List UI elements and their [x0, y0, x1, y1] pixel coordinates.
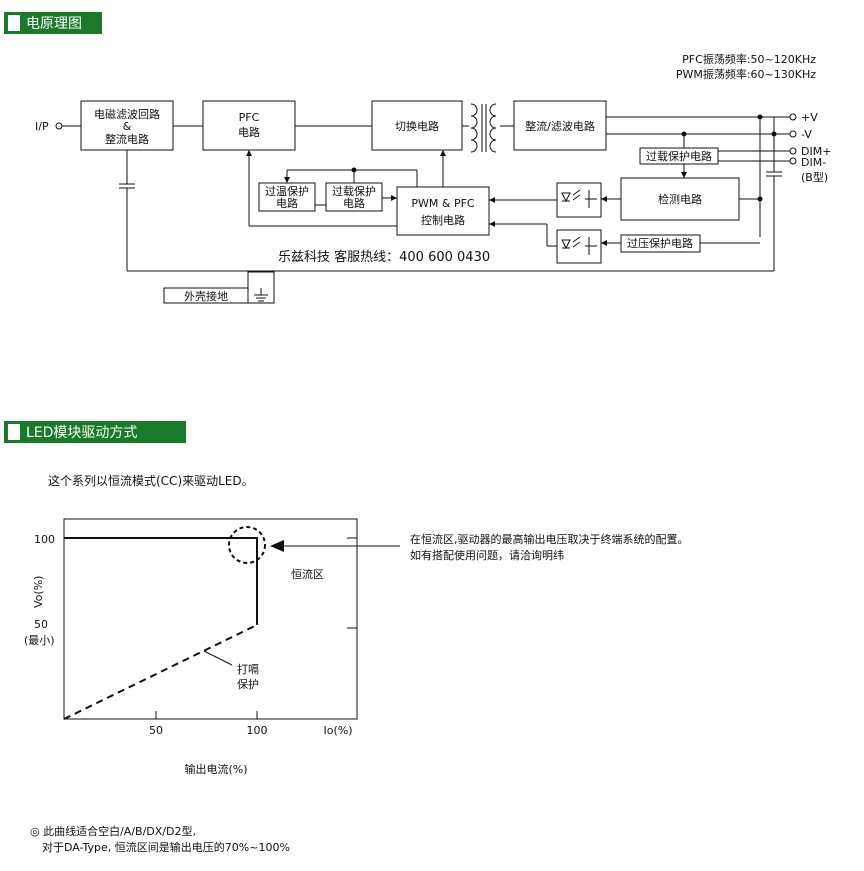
output-dim-plus: DIM+ — [801, 145, 831, 158]
block-diagram: PFC振荡频率:50~120KHz PWM振荡频率:60~130KHz I/P … — [35, 52, 831, 304]
freq-pwm-label: PWM振荡频率:60~130KHz — [676, 67, 816, 81]
hiccup-label-line1: 打嗝 — [237, 662, 259, 676]
arrow-head-icon — [270, 540, 284, 552]
intro-text: 这个系列以恒流模式(CC)来驱动LED。 — [48, 474, 254, 488]
olp-a-block-line2: 电路 — [343, 197, 365, 210]
series-line-solid — [64, 537, 258, 625]
pwm-block-line1: PWM & PFC — [411, 197, 475, 210]
vi-curve-chart: 100 50 (最小) Vo(%) 50 100 Io(%) 输出电流(%) 恒… — [24, 518, 400, 776]
annotation-line1: 在恒流区,驱动器的最高输出电压取决于终端系统的配置。 — [410, 533, 689, 546]
footnote-line2: 对于DA-Type, 恒流区间是输出电压的70%~100% — [42, 841, 290, 854]
emi-block-line3: 整流电路 — [105, 132, 149, 146]
x-tick-50: 50 — [149, 724, 163, 737]
x-tick-io: Io(%) — [323, 724, 352, 737]
olp-a-block-line1: 过载保护 — [332, 184, 376, 198]
ground-label: 外壳接地 — [184, 289, 228, 303]
pfc-block-line1: PFC — [239, 111, 260, 124]
output-plus-v: +V — [801, 111, 818, 124]
hiccup-label-line2: 保护 — [237, 677, 259, 691]
x-axis-label: 输出电流(%) — [184, 762, 247, 776]
section-header-led-drive: LED模块驱动方式 — [4, 421, 186, 443]
rect-block: 整流/滤波电路 — [525, 119, 595, 133]
section-title: LED模块驱动方式 — [26, 425, 138, 441]
y-tick-100: 100 — [34, 533, 55, 546]
footnote-line1: ◎ 此曲线适合空白/A/B/DX/D2型, — [30, 825, 196, 838]
emi-block-line2: & — [123, 120, 132, 133]
otp-block-line1: 过温保护 — [265, 184, 309, 198]
detect-block: 检测电路 — [658, 192, 702, 206]
section-title: 电原理图 — [26, 16, 82, 32]
y-tick-min: (最小) — [24, 634, 55, 647]
plot-frame — [63, 518, 358, 720]
output-dim-minus: DIM- — [801, 156, 826, 169]
hotline-text: 乐兹科技 客服热线：400 600 0430 — [278, 249, 490, 265]
input-label: I/P — [35, 120, 49, 133]
series-line-dashed — [63, 623, 258, 720]
highlight-circle — [228, 526, 266, 564]
y-tick-50: 50 — [34, 618, 48, 631]
output-minus-v: -V — [801, 128, 812, 141]
switch-block: 切换电路 — [395, 119, 439, 133]
section-header-schematic: 电原理图 — [4, 12, 102, 34]
olp-b-block: 过载保护电路 — [646, 149, 712, 163]
pwm-block-line2: 控制电路 — [421, 213, 465, 227]
x-tick-100: 100 — [247, 724, 268, 737]
header-mark-icon — [8, 15, 20, 31]
emi-block-line1: 电磁滤波回路 — [94, 108, 160, 121]
ovp-block: 过压保护电路 — [627, 236, 693, 250]
cc-region-label: 恒流区 — [291, 567, 324, 581]
y-axis-label: Vo(%) — [32, 576, 45, 608]
otp-block-line2: 电路 — [276, 197, 298, 210]
header-mark-icon — [8, 424, 20, 440]
annotation-line2: 如有搭配使用问题，请洽询明纬 — [410, 549, 564, 562]
pfc-block-line2: 电路 — [238, 126, 260, 139]
output-b-type: (B型) — [801, 170, 828, 184]
freq-pfc-label: PFC振荡频率:50~120KHz — [682, 52, 816, 66]
